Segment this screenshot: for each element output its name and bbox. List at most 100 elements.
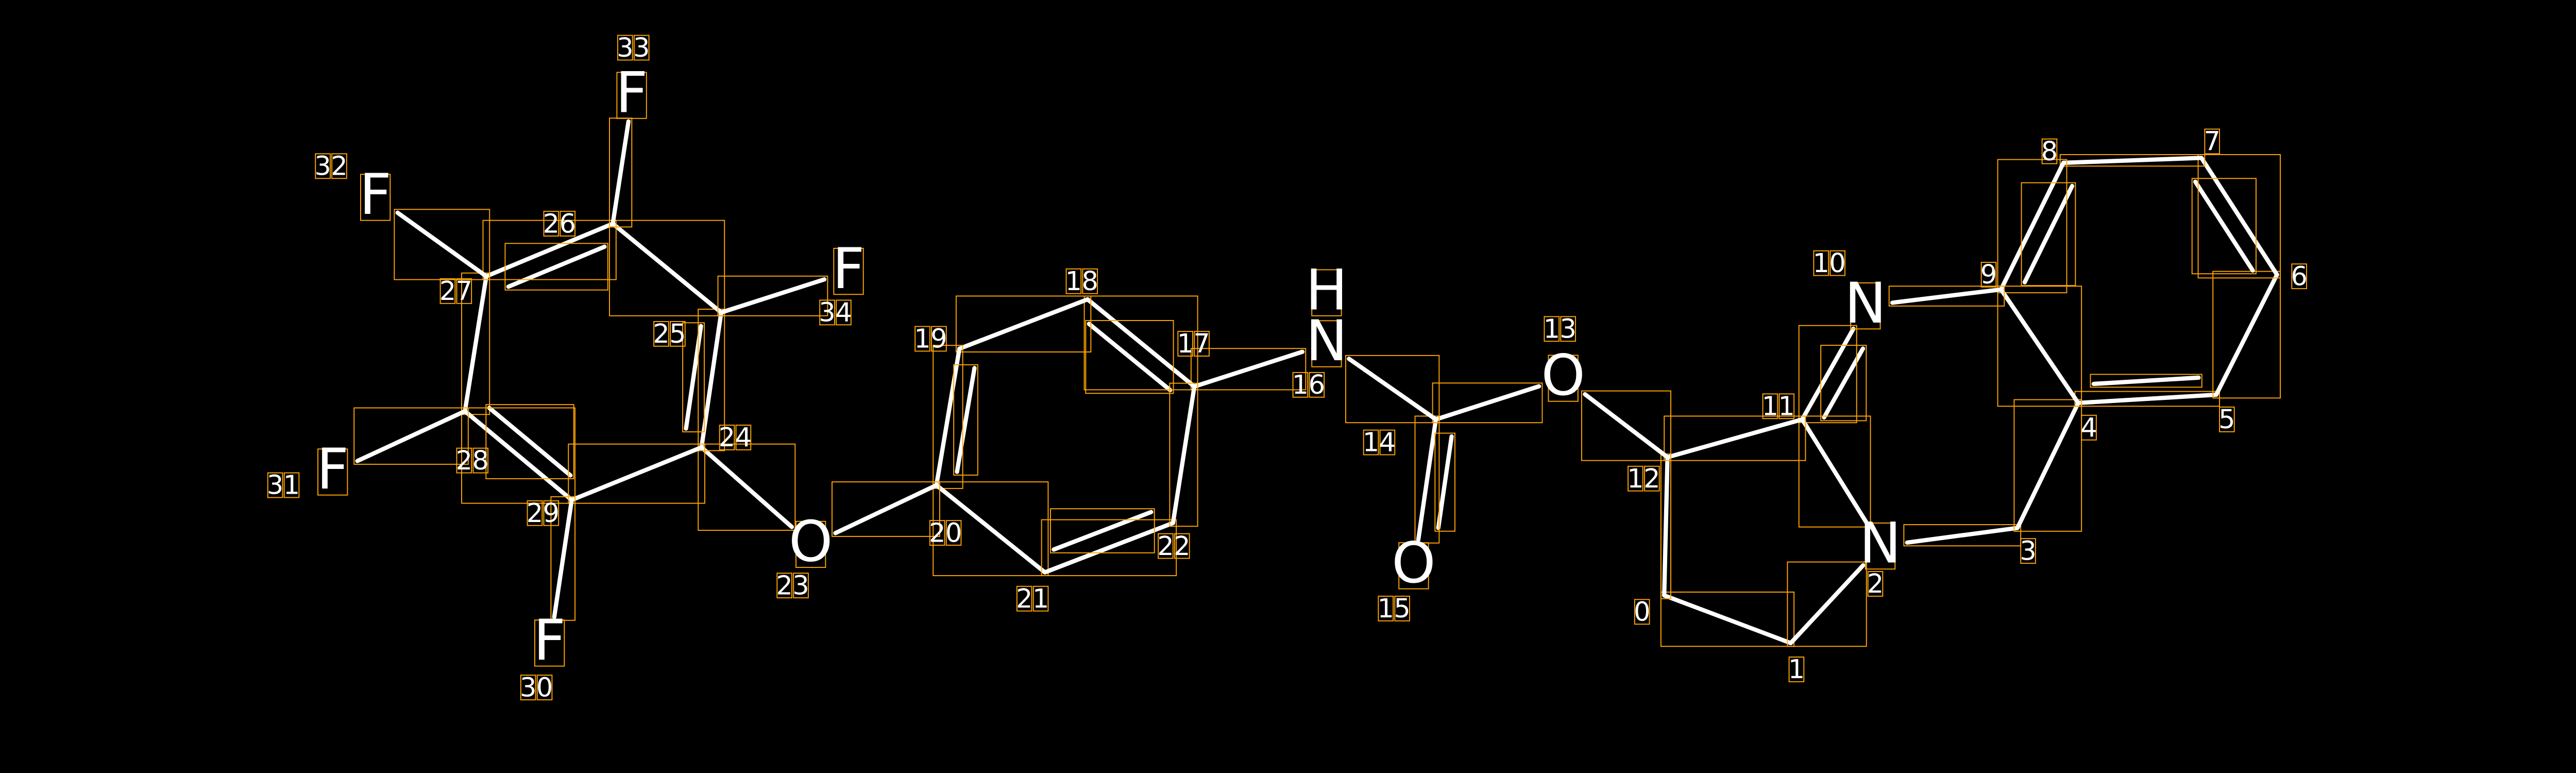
bond-line	[957, 297, 1090, 351]
bond-12-13	[1583, 392, 1670, 460]
bond-28-31	[355, 409, 467, 463]
char-box	[1158, 533, 1174, 559]
char-box	[560, 211, 576, 237]
char: 6	[2291, 261, 2307, 292]
char-box	[1032, 585, 1049, 612]
bond-line	[1416, 417, 1438, 542]
bond-line	[2061, 156, 2204, 165]
bond-line	[1042, 520, 1175, 575]
char-box	[1363, 429, 1379, 456]
bond-line	[1998, 160, 2066, 292]
bond-bounding-box	[1169, 382, 1198, 527]
char: 8	[1082, 266, 1098, 297]
bond-bounding-box	[568, 443, 705, 504]
char-box	[1379, 429, 1396, 456]
char-box	[1292, 372, 1309, 398]
bond-line	[1433, 384, 1541, 422]
atom-index-9: 9	[1980, 260, 1997, 290]
bond-bounding-box	[1997, 159, 2067, 294]
bond-line	[611, 119, 631, 226]
char: 1	[1813, 248, 1829, 279]
char: F	[359, 162, 391, 227]
bond-line	[934, 346, 962, 488]
bond-inner-bounding-box	[1434, 432, 1455, 532]
char: 5	[2218, 405, 2235, 435]
char: 8	[472, 446, 488, 476]
bond-1-2	[1788, 563, 1866, 646]
char: O	[1392, 530, 1435, 596]
char: 4	[735, 423, 752, 453]
char: 2	[1157, 531, 1174, 562]
char-box	[776, 573, 792, 599]
char: 2	[1643, 464, 1660, 494]
bond-line	[934, 483, 1047, 575]
char: 2	[1016, 584, 1032, 614]
char-box	[472, 447, 489, 474]
bond-line	[1171, 384, 1197, 526]
char-box	[1644, 465, 1660, 492]
char: 1	[1762, 392, 1778, 422]
char: 3	[314, 152, 331, 182]
bond-line	[699, 445, 794, 529]
bond-0-1	[1662, 593, 1793, 646]
bond-17-18	[1085, 297, 1197, 393]
bond-inner-bounding-box	[504, 243, 608, 291]
bond-8-9	[1998, 160, 2075, 292]
bond-line	[1800, 417, 1870, 526]
char-box	[2081, 414, 2097, 441]
char-box	[543, 500, 560, 526]
atom-index-5: 5	[2218, 405, 2235, 435]
char-box	[2291, 263, 2307, 290]
char-box	[1865, 522, 1896, 570]
bond-line	[1662, 455, 1670, 598]
char: 3	[617, 33, 633, 63]
bond-line	[1583, 392, 1670, 460]
bond-20-23	[833, 483, 939, 535]
char-box	[1398, 542, 1429, 590]
bond-inner-line	[506, 244, 607, 289]
char-box	[653, 321, 669, 347]
atom-label-F: F	[317, 436, 349, 502]
bond-12-0	[1662, 455, 1670, 598]
bond-bounding-box	[1432, 382, 1543, 424]
char-box	[929, 520, 945, 546]
char-box	[819, 299, 835, 326]
bond-inner-line	[2091, 375, 2201, 386]
bond-16-17	[1192, 349, 1305, 389]
char: N	[1859, 511, 1901, 576]
char: 1	[1065, 266, 1082, 297]
bond-inner-line	[2193, 179, 2255, 273]
bond-bounding-box	[1041, 519, 1177, 576]
char-box	[331, 153, 347, 179]
bond-line	[1192, 349, 1305, 389]
char: 4	[835, 298, 852, 328]
atom-index-4: 4	[2080, 413, 2097, 443]
char: 5	[1394, 594, 1410, 624]
bond-line	[2015, 400, 2080, 530]
atom-label-F: F	[616, 60, 648, 125]
char: 3	[2020, 536, 2036, 566]
bond-7-8	[2061, 156, 2204, 165]
bond-line	[699, 310, 724, 450]
char: 1	[1032, 584, 1049, 614]
bond-bounding-box	[933, 481, 1049, 576]
bond-bounding-box	[461, 407, 576, 504]
bond-13-14	[1433, 384, 1541, 422]
char: 3	[819, 298, 835, 328]
bond-2-3	[1905, 526, 2020, 545]
bond-bounding-box	[1190, 348, 1307, 391]
char: N	[1306, 308, 1347, 374]
char: 3	[792, 570, 809, 601]
bond-line	[484, 221, 615, 279]
char-box	[1980, 262, 1997, 288]
char: 1	[1788, 654, 1805, 685]
char-box	[1778, 393, 1795, 419]
char: F	[533, 608, 565, 673]
